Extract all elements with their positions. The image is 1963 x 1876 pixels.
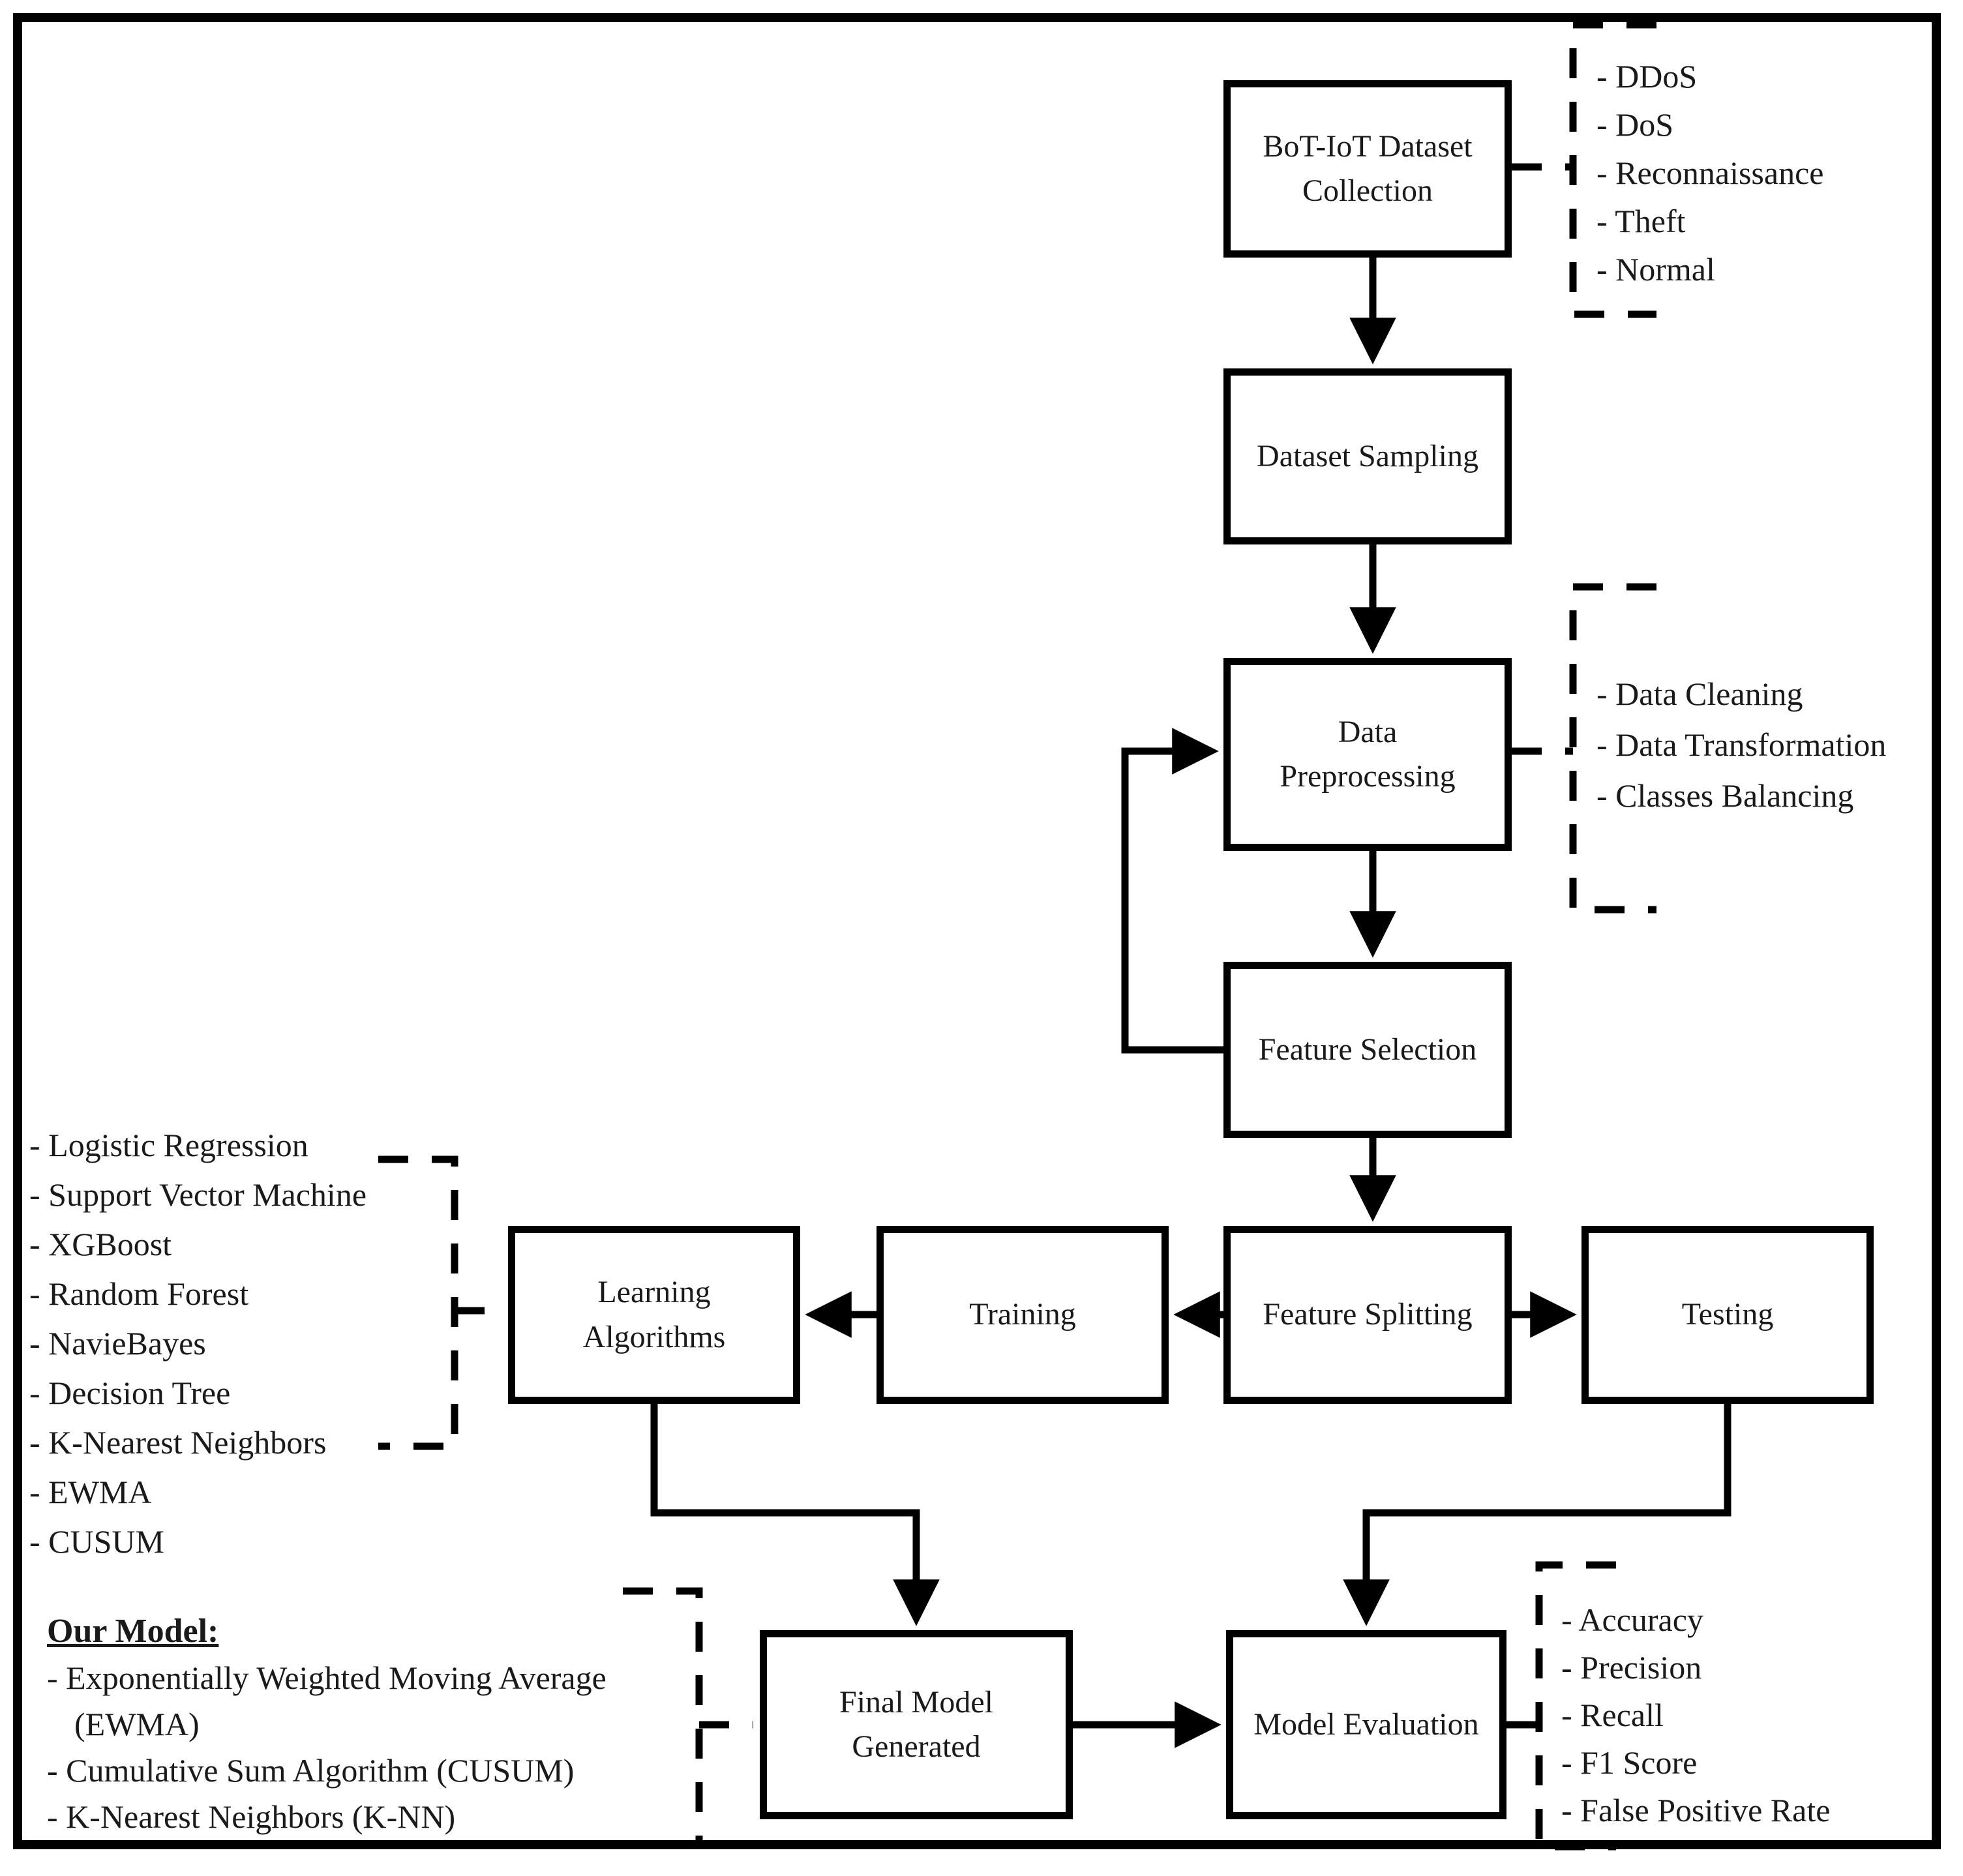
list-item: - Theft: [1596, 203, 1686, 239]
box-dataset-sampling: Dataset Sampling: [1223, 368, 1512, 544]
attack-types-list: - DDoS - DoS - Reconnaissance - Theft - Norm…: [1596, 52, 1823, 293]
box-feature-splitting: Feature Splitting: [1223, 1226, 1512, 1404]
list-item: - Reconnaissance: [1596, 155, 1824, 191]
preprocessing-steps-list: - Data Cleaning - Data Transformation - Cl…: [1596, 668, 1886, 821]
box-final-model-generated: Final Model Generated: [760, 1630, 1073, 1819]
box-model-evaluation: Model Evaluation: [1226, 1630, 1506, 1819]
our-model-block: Our Model: - Exponentially Weighted Movi…: [47, 1608, 706, 1840]
metrics-list: - Accuracy - Precision - Recall - F1 Score -…: [1561, 1596, 1830, 1834]
diagram-border: [13, 13, 1941, 1849]
list-item: - Cumulative Sum Algorithm (CUSUM): [47, 1752, 575, 1789]
list-item: - F1 Score: [1561, 1744, 1698, 1781]
list-item: - DDoS: [1596, 58, 1698, 95]
algorithms-list: - Logistic Regression - Support Vector Ma…: [29, 1120, 367, 1566]
list-item: - Support Vector Machine: [29, 1176, 367, 1213]
our-model-title: Our Model:: [47, 1613, 219, 1650]
arrow-feedback-selection-to-preprocessing: [1121, 728, 1223, 1054]
list-item: - Exponentially Weighted Moving Average …: [47, 1660, 607, 1742]
list-item: - K-Nearest Neighbors (K-NN): [47, 1798, 456, 1835]
list-item: - Decision Tree: [29, 1375, 231, 1411]
bracket-algorithms: [378, 1155, 458, 1450]
box-feature-selection: Feature Selection: [1223, 962, 1512, 1138]
box-bot-iot-dataset-collection: BoT-IoT Dataset Collection: [1223, 80, 1512, 258]
bracket-metrics: [1535, 1561, 1616, 1851]
list-item: - NavieBayes: [29, 1325, 206, 1362]
list-item: - K-Nearest Neighbors: [29, 1424, 327, 1461]
bracket-preprocessing-steps: [1569, 583, 1656, 914]
list-item: - Random Forest: [29, 1275, 249, 1312]
list-item: - EWMA: [29, 1474, 152, 1510]
arrow-testing-to-evaluation: [1343, 1404, 1731, 1626]
list-item: - CUSUM: [29, 1523, 164, 1560]
arrow-algorithms-to-final-model: [650, 1404, 940, 1626]
box-learning-algorithms: Learning Algorithms: [508, 1226, 800, 1404]
list-item: - DoS: [1596, 106, 1674, 143]
box-testing: Testing: [1581, 1226, 1874, 1404]
our-model-list: - Exponentially Weighted Moving Average …: [47, 1655, 706, 1840]
list-item: - Classes Balancing: [1596, 777, 1854, 814]
bracket-attack-types: [1569, 21, 1656, 318]
list-item: - Logistic Regression: [29, 1127, 308, 1163]
list-item: - Accuracy: [1561, 1601, 1703, 1638]
list-item: - Precision: [1561, 1649, 1702, 1686]
list-item: - Data Transformation: [1596, 726, 1887, 763]
box-data-preprocessing: Data Preprocessing: [1223, 658, 1512, 851]
list-item: - Recall: [1561, 1697, 1664, 1733]
list-item: - XGBoost: [29, 1226, 172, 1262]
box-training: Training: [877, 1226, 1169, 1404]
list-item: - False Positive Rate: [1561, 1792, 1831, 1828]
list-item: - Data Cleaning: [1596, 676, 1803, 712]
list-item: - Normal: [1596, 251, 1715, 288]
